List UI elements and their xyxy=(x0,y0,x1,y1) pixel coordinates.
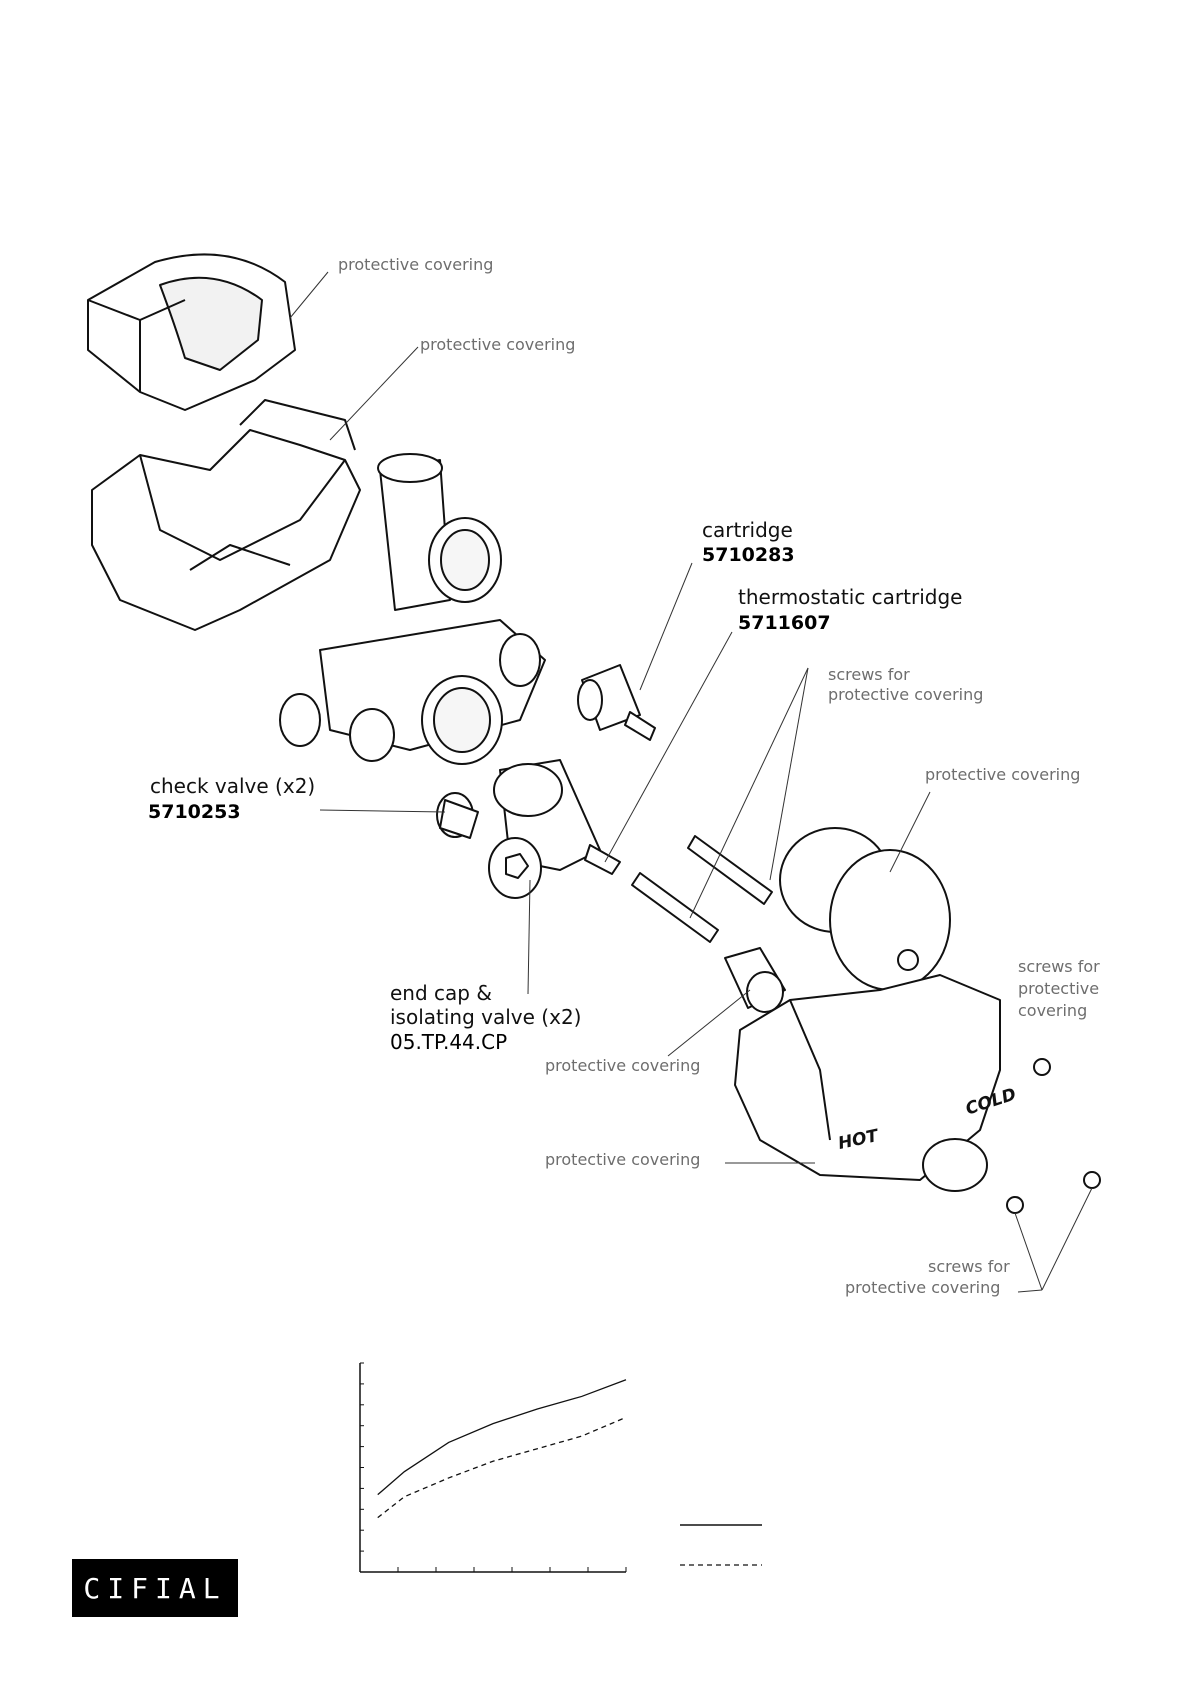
label-screws-3-line1: screws for xyxy=(928,1257,1010,1276)
chart-area xyxy=(359,1362,627,1573)
label-check-valve-code: 5710253 xyxy=(148,801,241,823)
series-line-2 xyxy=(377,1416,627,1519)
series-line-1 xyxy=(377,1379,627,1496)
valve-body-part xyxy=(279,453,546,765)
leader-line-1 xyxy=(289,271,329,319)
label-end-cap-code: 05.TP.44.CP xyxy=(390,1030,508,1054)
label-screws-2-line1: screws for xyxy=(1018,957,1100,976)
label-cartridge-code: 5710283 xyxy=(702,544,795,566)
leader-line-2 xyxy=(329,346,419,441)
label-screws-2-line2: protective xyxy=(1018,979,1100,998)
screw-2-part xyxy=(1006,1196,1024,1214)
label-check-valve-title: check valve (x2) xyxy=(150,774,316,798)
label-thermostatic-title: thermostatic cartridge xyxy=(738,585,963,609)
top-cover-part xyxy=(87,253,296,411)
screw-1-part xyxy=(1033,1058,1051,1076)
label-end-cap-line1: end cap & xyxy=(390,981,492,1005)
leader-line-12 xyxy=(1014,1212,1043,1291)
label-screws-1-line2: protective covering xyxy=(828,685,984,704)
label-screws-1-line1: screws for xyxy=(828,665,910,684)
cylinder-cover-part xyxy=(779,827,951,991)
screw-3-part xyxy=(1083,1171,1101,1189)
small-sleeve-part xyxy=(724,947,786,1013)
long-screws-part xyxy=(631,835,773,943)
front-cover-part xyxy=(734,974,1001,1192)
leader-line-10 xyxy=(667,989,751,1057)
cifial-logo: CIFIAL xyxy=(72,1559,238,1617)
leader-line-4 xyxy=(604,631,733,863)
end-cap-part xyxy=(488,837,542,899)
label-screws-2-line3: covering xyxy=(1018,1001,1088,1020)
label-thermostatic-code: 5711607 xyxy=(738,612,831,634)
label-end-cap-line2: isolating valve (x2) xyxy=(390,1005,582,1029)
check-valve-part xyxy=(436,792,479,839)
leader-line-3 xyxy=(639,562,693,691)
leader-line-13 xyxy=(1041,1187,1093,1291)
label-cartridge-title: cartridge xyxy=(702,518,793,542)
leader-line-6 xyxy=(689,667,809,919)
leader-line-8 xyxy=(889,791,931,873)
back-tray-cover-part xyxy=(91,399,361,631)
leader-line-5 xyxy=(769,667,809,881)
label-protective-covering-1: protective covering xyxy=(338,255,494,274)
leader-line-7 xyxy=(319,809,446,813)
cartridge-part xyxy=(577,664,656,741)
label-protective-covering-4: protective covering xyxy=(545,1056,701,1075)
leader-line-14 xyxy=(1017,1289,1043,1293)
label-screws-3-line2: protective covering xyxy=(845,1278,1001,1297)
leader-line-9 xyxy=(527,879,531,995)
label-protective-covering-3: protective covering xyxy=(925,765,1081,784)
label-protective-covering-5: protective covering xyxy=(545,1150,701,1169)
label-protective-covering-2: protective covering xyxy=(420,335,576,354)
